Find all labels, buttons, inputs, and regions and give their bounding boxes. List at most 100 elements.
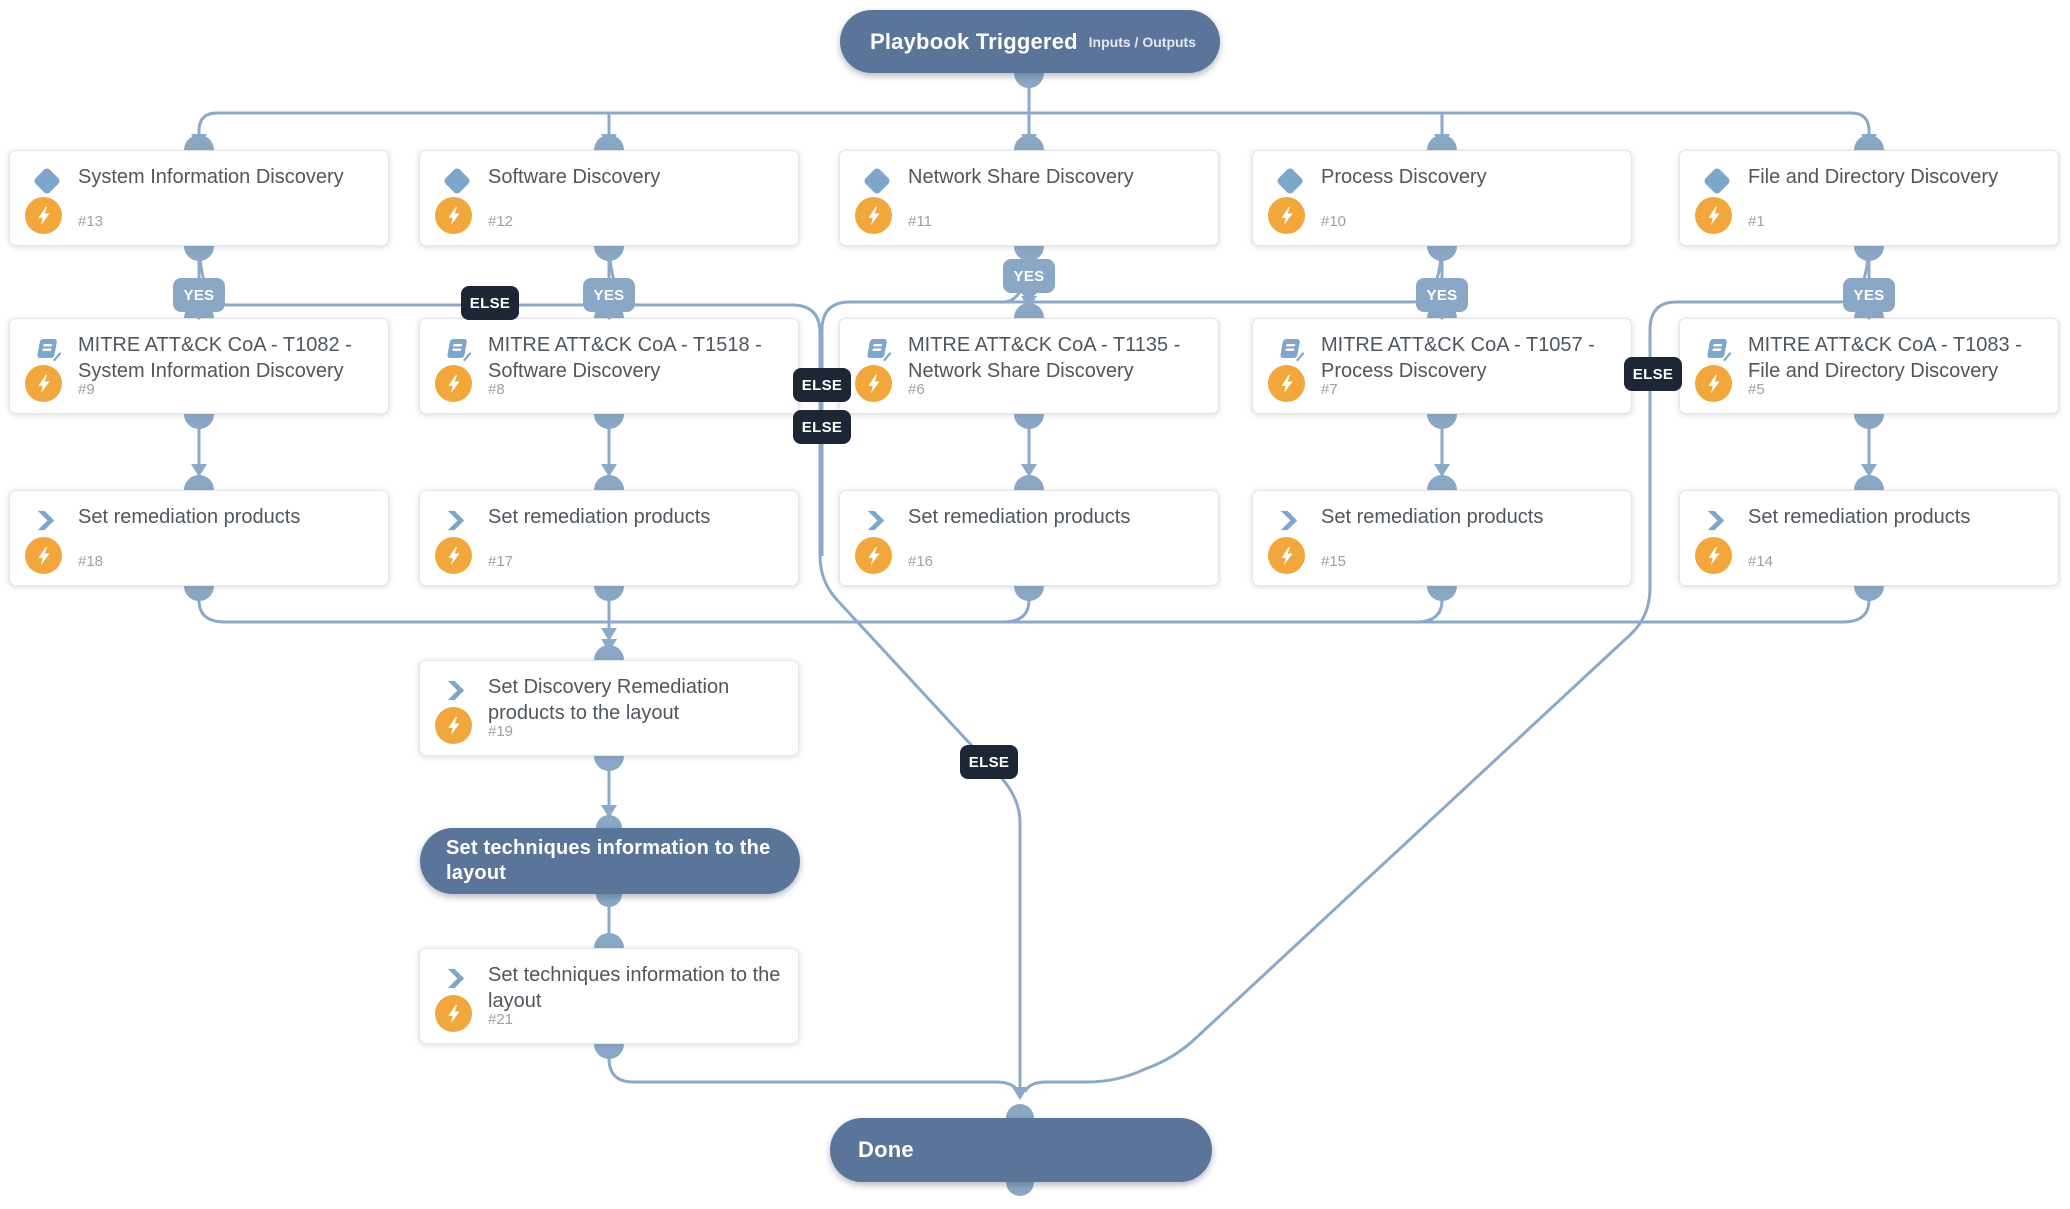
automation-bolt-icon [435, 365, 472, 402]
task-node-13[interactable]: System Information Discovery #13 [9, 150, 389, 246]
task-title: MITRE ATT&CK CoA - T1057 - Process Disco… [1321, 334, 1595, 382]
arrowhead-icon [1434, 464, 1450, 477]
task-title: Set remediation products [1321, 506, 1544, 528]
automation-chevron-icon [442, 965, 472, 995]
automation-chevron-icon [862, 507, 892, 537]
task-title: MITRE ATT&CK CoA - T1135 - Network Share… [908, 334, 1181, 382]
task-node-19[interactable]: Set Discovery Remediation products to th… [419, 660, 799, 756]
condition-diamond-icon [442, 166, 472, 197]
task-node-10[interactable]: Process Discovery #10 [1252, 150, 1632, 246]
task-node-1[interactable]: File and Directory Discovery #1 [1679, 150, 2059, 246]
arrowhead-icon [601, 628, 617, 641]
automation-chevron-icon [442, 507, 472, 537]
task-title: Set remediation products [78, 506, 301, 528]
else-branch-badge: ELSE [461, 286, 519, 320]
task-title: Network Share Discovery [908, 166, 1134, 188]
task-node-8[interactable]: MITRE ATT&CK CoA - T1518 - Software Disc… [419, 318, 799, 414]
automation-bolt-icon [435, 537, 472, 574]
condition-diamond-icon [862, 166, 892, 197]
task-title: MITRE ATT&CK CoA - T1518 - Software Disc… [488, 334, 762, 382]
task-title: MITRE ATT&CK CoA - T1082 - System Inform… [78, 334, 352, 382]
task-number: #16 [908, 553, 934, 570]
task-node-5[interactable]: MITRE ATT&CK CoA - T1083 - File and Dire… [1679, 318, 2059, 414]
automation-bolt-icon [435, 707, 472, 744]
inputs-outputs-link[interactable]: Inputs / Outputs [1088, 33, 1196, 50]
automation-bolt-icon [1268, 365, 1305, 402]
task-node-7[interactable]: MITRE ATT&CK CoA - T1057 - Process Disco… [1252, 318, 1632, 414]
task-number: #9 [78, 381, 95, 398]
arrowhead-icon [601, 464, 617, 477]
else-branch-badge: ELSE [1624, 357, 1682, 391]
task-number: #19 [488, 723, 514, 740]
playbook-triggered-label: Playbook Triggered [870, 28, 1078, 54]
automation-bolt-icon [855, 537, 892, 574]
task-node-15[interactable]: Set remediation products #15 [1252, 490, 1632, 586]
automation-bolt-icon [1268, 537, 1305, 574]
task-node-14[interactable]: Set remediation products #14 [1679, 490, 2059, 586]
task-number: #8 [488, 381, 505, 398]
condition-diamond-icon [32, 166, 62, 197]
automation-bolt-icon [435, 197, 472, 234]
yes-branch-badge: YES [173, 278, 225, 312]
edge-connector [820, 245, 1444, 556]
done-node[interactable]: Done [830, 1118, 1212, 1182]
condition-diamond-icon [1702, 166, 1732, 197]
arrowhead-icon [191, 464, 207, 477]
sub-playbook-book-icon [1275, 335, 1305, 365]
sub-playbook-book-icon [1702, 335, 1732, 365]
automation-bolt-icon [25, 197, 62, 234]
section-header-label: Set techniques information to the layout [446, 837, 771, 884]
task-number: #12 [488, 213, 514, 230]
task-title: Set remediation products [908, 506, 1131, 528]
task-title: Set remediation products [488, 506, 711, 528]
task-number: #5 [1748, 381, 1765, 398]
task-title: Set techniques information to the layout [488, 964, 781, 1012]
automation-chevron-icon [1702, 507, 1732, 537]
automation-bolt-icon [1695, 537, 1732, 574]
sub-playbook-book-icon [442, 335, 472, 365]
automation-bolt-icon [855, 365, 892, 402]
task-node-17[interactable]: Set remediation products #17 [419, 490, 799, 586]
done-label: Done [858, 1137, 914, 1162]
automation-bolt-icon [1268, 197, 1305, 234]
task-node-21[interactable]: Set techniques information to the layout… [419, 948, 799, 1044]
task-number: #1 [1748, 213, 1765, 230]
task-node-16[interactable]: Set remediation products #16 [839, 490, 1219, 586]
automation-bolt-icon [25, 537, 62, 574]
yes-branch-badge: YES [1843, 278, 1895, 312]
task-node-18[interactable]: Set remediation products #18 [9, 490, 389, 586]
task-number: #6 [908, 381, 925, 398]
arrowhead-icon [1861, 464, 1877, 477]
yes-branch-badge: YES [1416, 278, 1468, 312]
task-number: #11 [908, 213, 932, 230]
section-header-node[interactable]: Set techniques information to the layout [420, 828, 800, 894]
automation-bolt-icon [1695, 197, 1732, 234]
task-number: #15 [1321, 553, 1347, 570]
sub-playbook-book-icon [32, 335, 62, 365]
task-number: #21 [488, 1011, 514, 1028]
task-title: MITRE ATT&CK CoA - T1083 - File and Dire… [1748, 334, 2022, 382]
automation-bolt-icon [435, 995, 472, 1032]
task-node-12[interactable]: Software Discovery #12 [419, 150, 799, 246]
automation-chevron-icon [1275, 507, 1305, 537]
task-node-9[interactable]: MITRE ATT&CK CoA - T1082 - System Inform… [9, 318, 389, 414]
task-node-6[interactable]: MITRE ATT&CK CoA - T1135 - Network Share… [839, 318, 1219, 414]
task-number: #18 [78, 553, 104, 570]
task-title: File and Directory Discovery [1748, 166, 1999, 188]
playbook-triggered-node[interactable]: Playbook Triggered Inputs / Outputs [840, 10, 1220, 73]
task-node-11[interactable]: Network Share Discovery #11 [839, 150, 1219, 246]
task-title: Set Discovery Remediation products to th… [488, 676, 730, 724]
else-branch-badge: ELSE [793, 368, 851, 402]
sub-playbook-book-icon [862, 335, 892, 365]
task-number: #17 [488, 553, 514, 570]
arrowhead-icon [601, 805, 617, 818]
condition-diamond-icon [1275, 166, 1305, 197]
task-number: #14 [1748, 553, 1774, 570]
edge-connector [197, 111, 1871, 142]
task-title: Software Discovery [488, 166, 661, 188]
task-title: Set remediation products [1748, 506, 1971, 528]
task-title: System Information Discovery [78, 166, 344, 188]
automation-bolt-icon [1695, 365, 1732, 402]
task-title: Process Discovery [1321, 166, 1487, 188]
